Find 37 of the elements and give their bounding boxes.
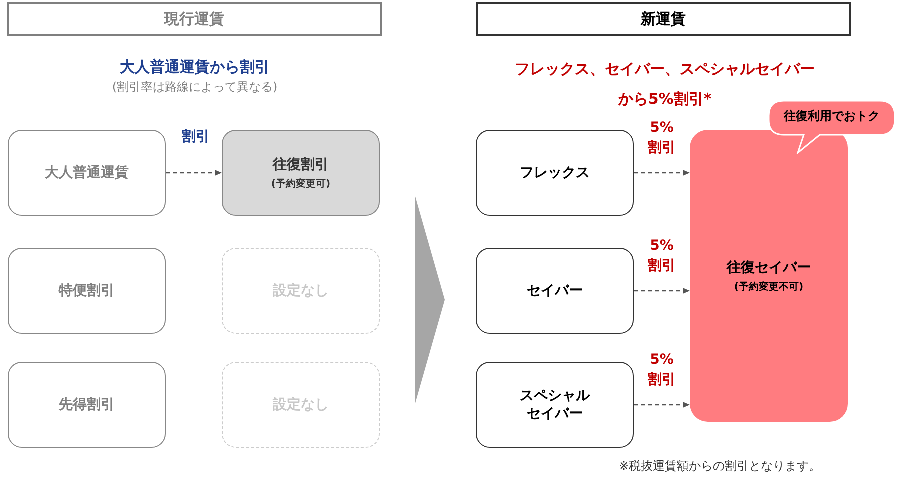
dashed-arrow [634, 402, 690, 408]
fare-name: フレックス [520, 164, 590, 182]
fare-box [8, 248, 166, 334]
dashed-arrow [634, 288, 690, 294]
fare-box [222, 130, 380, 216]
header-title: 新運賃 [641, 10, 686, 28]
caption-text: (割引率は路線によって異なる) [111, 79, 279, 96]
fare-name: 大人普通運賃 [45, 164, 129, 182]
fare-box [476, 362, 634, 448]
fare-box [222, 362, 380, 448]
fare-note: (予約変更不可) [734, 280, 804, 294]
caption-text: 大人普通運賃から割引 [119, 58, 271, 77]
edge-label: 5%割引 [647, 237, 677, 276]
fare-name: 往復セイバー [727, 258, 811, 276]
edge-label: 5%割引 [647, 351, 677, 390]
header-box [7, 2, 382, 36]
fare-box [690, 130, 848, 422]
caption-text: フレックス、セイバー、スペシャルセイバーから5%割引* [514, 59, 816, 110]
dashed-arrow [166, 170, 222, 176]
fare-name: 先得割引 [59, 396, 115, 414]
edge-label: 5%割引 [647, 119, 677, 158]
fare-name: 往復利用でおトク [784, 108, 880, 125]
fare-name: セイバー [527, 282, 583, 300]
dashed-arrow [634, 170, 690, 176]
fare-box [8, 130, 166, 216]
header-box [476, 2, 851, 36]
fare-box [476, 248, 634, 334]
header-title: 現行運賃 [164, 10, 224, 28]
fare-note: (予約変更可) [271, 177, 331, 190]
fare-box [8, 362, 166, 448]
fare-name: 特便割引 [59, 282, 115, 300]
fare-name: スペシャルセイバー [519, 387, 592, 423]
edge-label: 割引 [181, 128, 211, 147]
fare-name: 往復割引 [273, 156, 329, 174]
footnote: ※税抜運賃額からの割引となります。 [618, 458, 822, 475]
fare-box [476, 130, 634, 216]
fare-box [222, 248, 380, 334]
